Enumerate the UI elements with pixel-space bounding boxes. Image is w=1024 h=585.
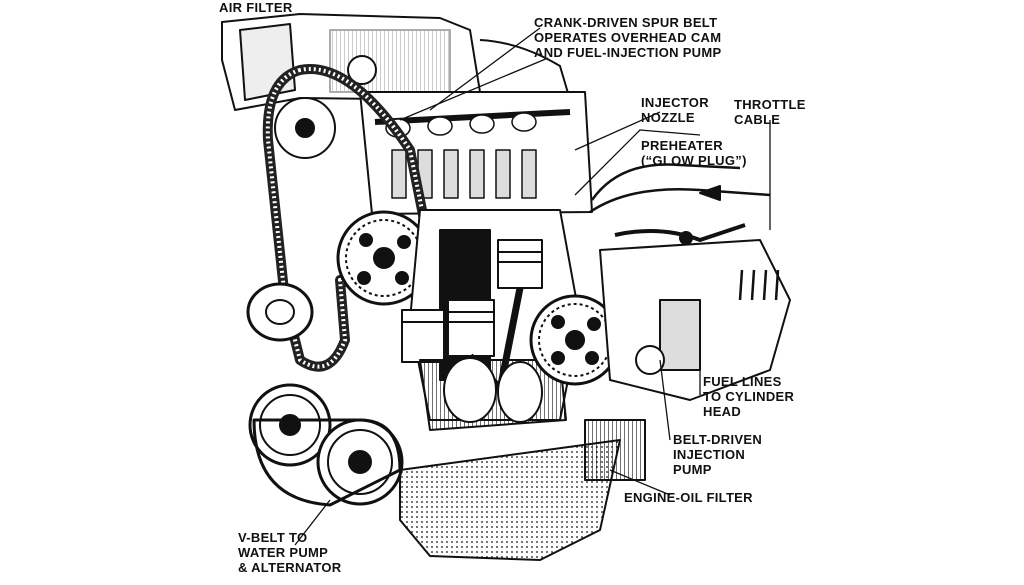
label-v-belt: V-BELT TO WATER PUMP & ALTERNATOR bbox=[238, 530, 342, 575]
crankshaft bbox=[419, 357, 567, 431]
label-throttle-cable: THROTTLE CABLE bbox=[734, 97, 806, 127]
label-injection-pump: BELT-DRIVEN INJECTION PUMP bbox=[673, 432, 763, 477]
air-filter-housing bbox=[221, 13, 571, 111]
label-fuel-lines: FUEL LINES TO CYLINDER HEAD bbox=[703, 374, 795, 419]
water-pump-pulley bbox=[316, 418, 404, 506]
fuel-lines bbox=[589, 163, 780, 301]
leader-lines bbox=[294, 27, 771, 546]
v-belt bbox=[252, 418, 402, 507]
arrow-icon bbox=[699, 185, 721, 201]
label-preheater: PREHEATER (“GLOW PLUG”) bbox=[641, 138, 747, 168]
oil-filter bbox=[584, 419, 646, 481]
label-oil-filter: ENGINE-OIL FILTER bbox=[624, 490, 753, 505]
label-injector-nozzle: INJECTOR NOZZLE bbox=[641, 95, 709, 125]
cylinder-head bbox=[359, 91, 593, 215]
label-spur-belt: CRANK-DRIVEN SPUR BELT OPERATES OVERHEAD… bbox=[534, 15, 722, 60]
label-air-filter: AIR FILTER bbox=[219, 0, 293, 15]
alternator bbox=[246, 282, 314, 342]
